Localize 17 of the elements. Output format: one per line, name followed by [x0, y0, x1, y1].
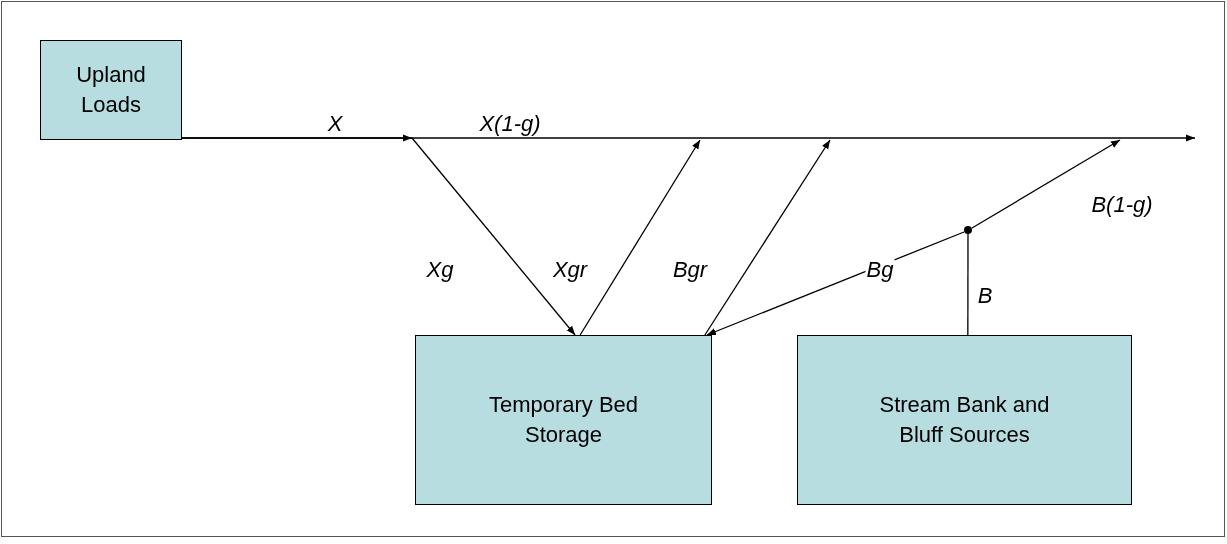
arrow	[579, 139, 701, 336]
edge-label: Xgr	[551, 259, 589, 281]
box-label: Stream Bank and Bluff Sources	[878, 391, 1051, 449]
arrow	[181, 134, 1196, 142]
process-box	[797, 335, 1132, 505]
arrow	[971, 139, 1121, 229]
process-box	[40, 40, 182, 140]
arrow	[704, 139, 831, 336]
edge-label: Bgr	[671, 259, 709, 281]
edge-label: B(1-g)	[1090, 194, 1154, 216]
arrow	[411, 137, 576, 336]
box-label: Upland Loads	[75, 61, 147, 119]
process-box	[415, 335, 712, 505]
edge-label: X(1-g)	[478, 113, 542, 135]
edge-label: Xg	[425, 259, 455, 281]
box-label: Temporary Bed Storage	[487, 391, 640, 449]
edge-label: Bg	[865, 259, 895, 281]
